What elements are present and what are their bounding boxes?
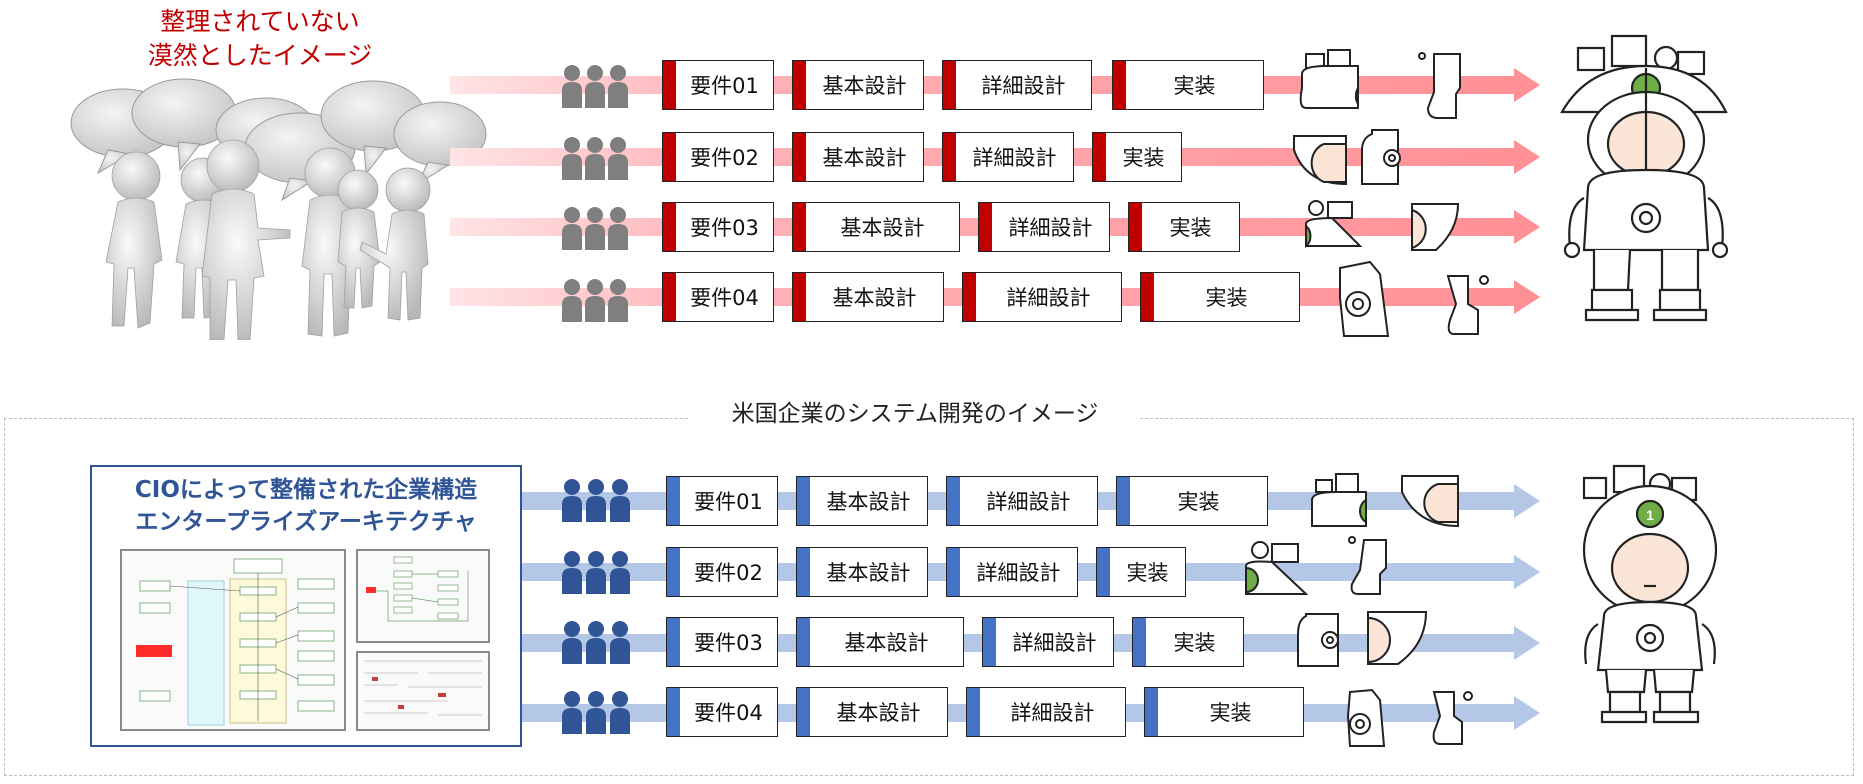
detail-design-box: 詳細設計 [966, 687, 1126, 737]
detail-design-box: 詳細設計 [942, 132, 1074, 182]
three-people-icon [562, 691, 630, 734]
req-box: 要件01 [662, 60, 774, 110]
architecture-diagram-thumbnail [120, 549, 346, 731]
impl-box: 実装 [1116, 476, 1268, 526]
req-box: 要件04 [666, 687, 778, 737]
impl-box: 実装 [1144, 687, 1304, 737]
basic-design-box: 基本設計 [796, 476, 928, 526]
impl-box: 実装 [1092, 132, 1182, 182]
impl-box: 実装 [1140, 272, 1300, 322]
basic-design-box: 基本設計 [792, 202, 960, 252]
impl-box: 実装 [1128, 202, 1240, 252]
robot-part-icon [1446, 275, 1489, 335]
top-title-line-1: 整理されていない [160, 7, 360, 36]
req-box: 要件02 [662, 132, 774, 182]
robot-part-icon [1305, 200, 1363, 249]
three-people-icon [562, 207, 628, 250]
three-people-icon [562, 65, 628, 108]
basic-design-box: 基本設計 [796, 617, 964, 667]
robot-part-icon [1297, 613, 1339, 667]
enterprise-architecture-box: CIOによって整備された企業構造 エンタープライズアーキテクチャ [90, 465, 522, 747]
impl-box: 実装 [1132, 617, 1244, 667]
req-box: 要件04 [662, 272, 774, 322]
flow-diagram-thumbnail [356, 549, 490, 643]
robot-part-icon [1293, 135, 1347, 186]
detail-design-box: 詳細設計 [978, 202, 1110, 252]
robot-part-icon [1432, 691, 1473, 745]
badge-number: 1 [1646, 507, 1654, 523]
data-model-thumbnail [356, 651, 490, 731]
robot-part-icon [1367, 611, 1428, 665]
basic-design-box: 基本設計 [792, 272, 944, 322]
top-title: 整理されていない 漠然としたイメージ [110, 5, 410, 73]
basic-design-box: 基本設計 [796, 687, 948, 737]
robot-part-icon [1346, 688, 1386, 747]
robot-part-icon [1339, 260, 1390, 337]
req-box: 要件01 [666, 476, 778, 526]
three-people-icon [562, 621, 630, 664]
ea-title-line-2: エンタープライズアーキテクチャ [135, 509, 477, 535]
impl-box: 実装 [1096, 547, 1186, 597]
impl-box: 実装 [1112, 60, 1264, 110]
basic-design-box: 基本設計 [792, 132, 924, 182]
ea-title-line-1: CIOによって整備された企業構造 [134, 477, 478, 503]
detail-design-box: 詳細設計 [946, 547, 1078, 597]
req-box: 要件03 [666, 617, 778, 667]
robot-figure-icon [1560, 34, 1728, 322]
robot-part-icon [1299, 49, 1359, 109]
robot-part-icon [1411, 203, 1460, 251]
basic-design-box: 基本設計 [792, 60, 924, 110]
detail-design-box: 詳細設計 [946, 476, 1098, 526]
three-people-icon [562, 279, 628, 322]
robot-part-icon [1348, 536, 1387, 595]
detail-design-box: 詳細設計 [942, 60, 1092, 110]
robot-part-icon [1418, 52, 1461, 119]
req-box: 要件03 [662, 202, 774, 252]
section-title: 米国企業のシステム開発のイメージ [690, 396, 1140, 432]
three-people-icon [562, 479, 630, 522]
robot-part-icon [1361, 129, 1401, 185]
req-box: 要件02 [666, 547, 778, 597]
robot-figure-icon: 1 [1582, 464, 1718, 724]
basic-design-box: 基本設計 [796, 547, 928, 597]
three-people-icon [562, 137, 628, 180]
discussing-people-icon [70, 78, 487, 340]
detail-design-box: 詳細設計 [982, 617, 1114, 667]
robot-part-icon [1245, 541, 1308, 595]
robot-part-icon [1311, 473, 1367, 527]
detail-design-box: 詳細設計 [962, 272, 1122, 322]
three-people-icon [562, 551, 630, 594]
robot-part-icon [1401, 475, 1459, 528]
top-title-line-2: 漠然としたイメージ [147, 41, 373, 70]
